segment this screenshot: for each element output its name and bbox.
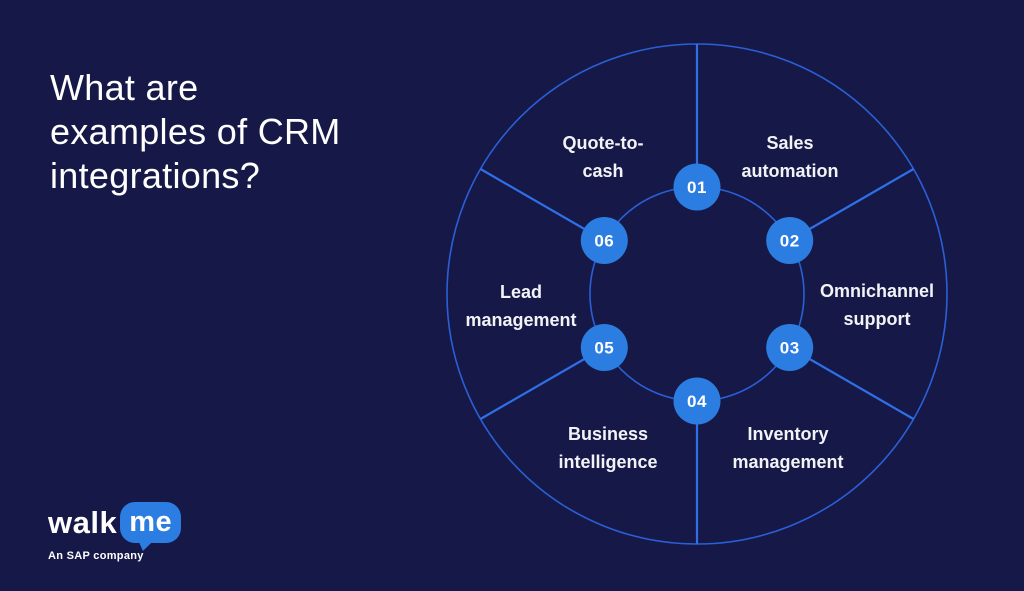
walkme-logo-walk-text: walk [48,504,118,540]
badge-02-number: 02 [780,232,800,251]
badge-01: 01 [673,163,721,211]
badge-03-number: 03 [780,339,800,358]
badge-06: 06 [580,217,628,264]
badge-01-number: 01 [687,178,707,197]
divider-line-lower-left [479,346,605,420]
sector-label-lead-management: Lead management [465,282,577,330]
sector-label-sales-automation: Sales automation [741,133,839,181]
badge-04-number: 04 [687,392,707,411]
sector-label-inventory-management: Inventory management [732,424,844,472]
walkme-logo-bubble-icon: me [120,502,182,551]
badge-06-circle [580,217,628,264]
badge-06-number: 06 [594,232,614,251]
walkme-logo: walk me An SAP company [48,502,182,562]
sector-label-omnichannel-support: Omnichannel support [819,281,935,329]
page-title-line-1: What are [50,67,199,108]
divider-line-upper-left [479,168,605,242]
badge-03: 03 [766,324,814,371]
badge-05-circle [580,324,628,371]
badge-01-circle [673,163,721,211]
badge-05: 05 [580,324,628,371]
badge-02: 02 [766,217,814,264]
page-title-line-2: examples of CRM [50,111,341,152]
inner-ring [589,186,805,402]
badge-05-number: 05 [594,339,614,358]
walkme-logo-row: walk me [48,502,182,551]
badge-03-circle [766,324,814,371]
page-title-line-3: integrations? [50,155,261,196]
badge-02-circle [766,217,814,264]
sector-label-business-intelligence: Business intelligence [558,424,658,472]
walkme-logo-me-text: me [129,506,173,538]
page-title: What are examples of CRM integrations? [50,66,341,198]
badge-04-circle [673,377,721,425]
badge-04: 04 [673,377,721,425]
divider-line-upper-right [789,168,915,242]
sap-company-tagline: An SAP company [48,550,144,562]
divider-line-lower-right [789,346,915,420]
sector-label-quote-to-cash: Quote-to-cash [562,133,644,181]
